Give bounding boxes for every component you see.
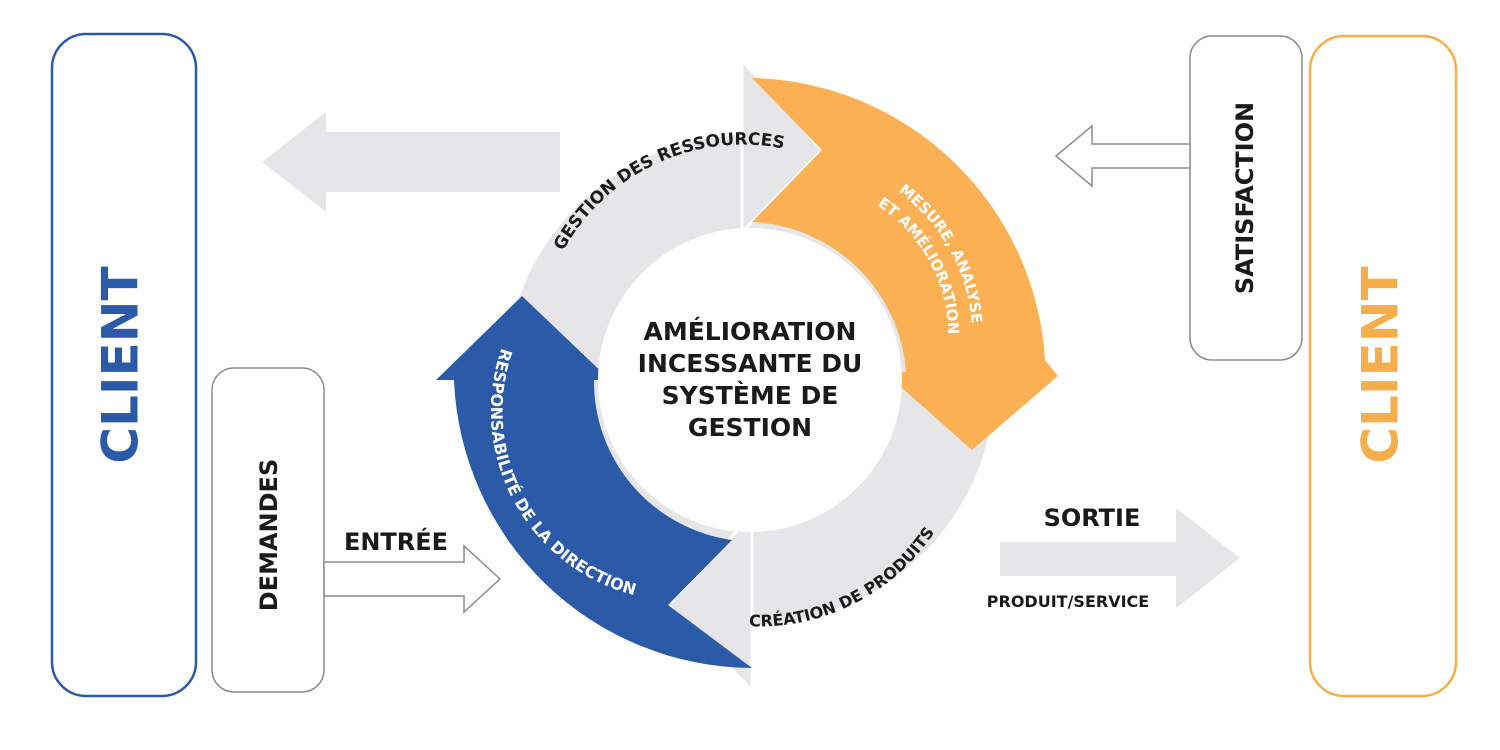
client-right-frame <box>1308 34 1458 698</box>
demandes-label: DEMANDES <box>255 459 283 611</box>
center-line-1: AMÉLIORATION <box>644 317 857 346</box>
satisfaction-frame <box>1189 35 1303 361</box>
center-line-2: INCESSANTE DU <box>638 349 863 378</box>
demandes-frame <box>211 367 325 693</box>
demandes-box: DEMANDES <box>211 367 325 693</box>
cycle-center-hub <box>598 228 902 532</box>
cycle-center-title: AMÉLIORATION INCESSANTE DU SYSTÈME DE GE… <box>638 317 863 442</box>
satisfaction-arrow <box>1054 124 1191 188</box>
cycle-ring <box>436 56 1058 694</box>
sortie-sublabel: PRODUIT/SERVICE <box>987 592 1149 611</box>
satisfaction-box: SATISFACTION <box>1189 35 1303 361</box>
client-left-label: CLIENT <box>92 266 150 463</box>
entree-label: ENTRÉE <box>344 527 448 556</box>
left-output-arrow <box>262 112 560 212</box>
entree-arrow <box>323 544 502 614</box>
client-right-label: CLIENT <box>1352 266 1410 463</box>
client-left-panel: CLIENT <box>50 32 198 698</box>
client-left-frame <box>50 32 198 698</box>
sortie-arrow <box>1000 508 1240 608</box>
responsabilite-arc <box>436 296 752 668</box>
mesure-arc <box>752 78 1058 450</box>
center-line-4: GESTION <box>688 413 812 442</box>
center-line-3: SYSTÈME DE <box>662 381 839 410</box>
client-right-panel: CLIENT <box>1308 34 1458 698</box>
sortie-label: SORTIE <box>1044 504 1141 532</box>
satisfaction-label: SATISFACTION <box>1231 102 1259 294</box>
